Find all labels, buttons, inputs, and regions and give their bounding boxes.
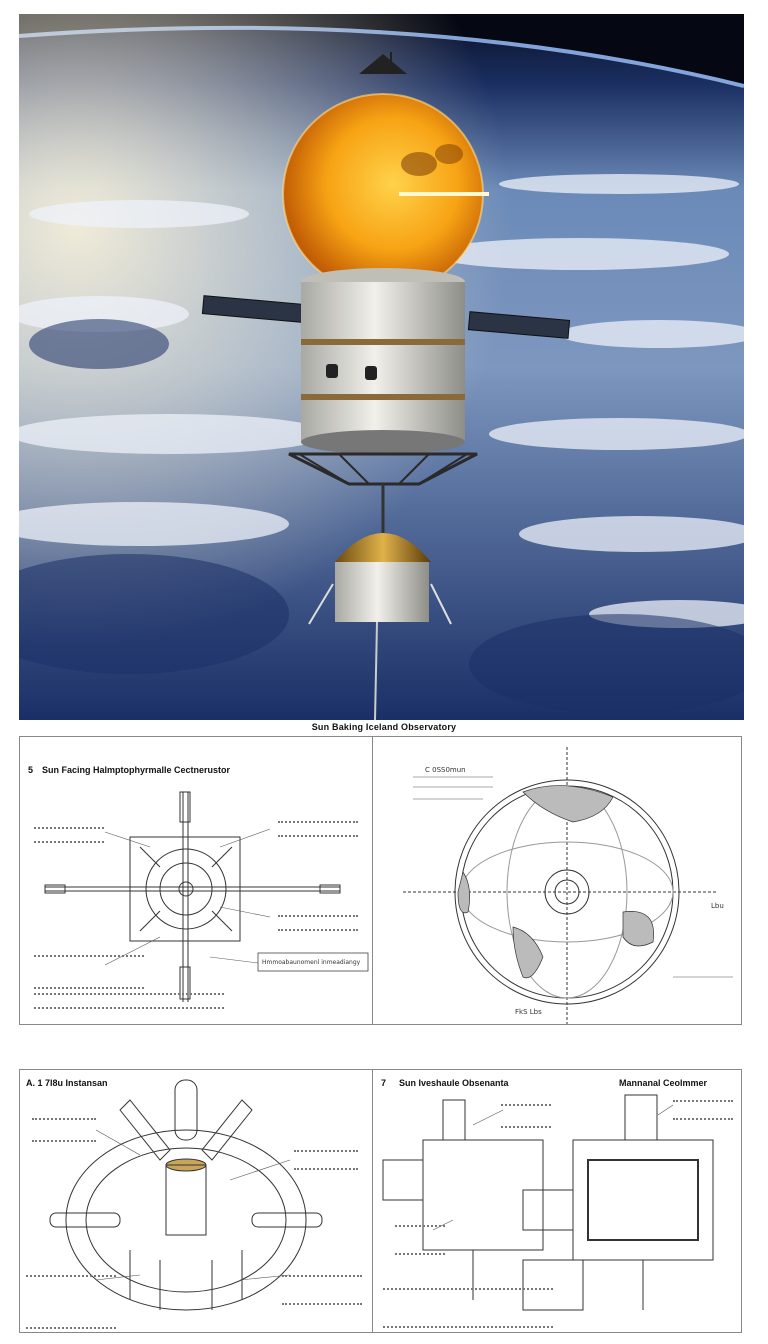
dimension-label: C 0SS0mun [425,766,466,774]
globe-schematic [403,747,733,1024]
dimension-label: FkS Lbs [515,1008,542,1016]
panel-title: Sun Facing Halmptophyrmalle Cectnerustor [42,765,231,775]
callout-text [34,827,104,843]
callout-text [383,1288,553,1328]
panel-marker: 7 [381,1078,387,1088]
callout-text [294,1150,358,1170]
callout-text [395,1225,445,1255]
module-schematic [382,1094,714,1311]
callout-text [673,1100,733,1120]
callout-text [26,1275,116,1329]
cross-schematic [44,791,369,1002]
panel-marker: 5 [28,765,34,775]
callout-text [278,821,358,837]
schematic-panel-bottom-right: 7 Sun Iveshaule Obsenanta Mannanal Ceolm… [372,1069,742,1333]
observatory-body [288,268,478,720]
panel-title: Sun Iveshaule Obsenanta [399,1078,509,1088]
callout-text [32,1118,96,1142]
panel-title: A. 1 7l8u Instansan [26,1078,108,1088]
schematic-panel-top-left: 5 Sun Facing Halmptophyrmalle Cectnerust… [19,736,373,1025]
instrument-schematic [49,1079,323,1311]
hero-caption: Sun Baking Iceland Observatory [311,722,457,732]
callout-text [501,1104,551,1128]
callout-text [34,955,144,989]
callout-text [282,1275,362,1305]
solar-panel-right [467,311,571,339]
dimension-label: Lbu [711,902,724,910]
schematic-panel-bottom-left: A. 1 7l8u Instansan [19,1069,373,1333]
callout-text [34,993,224,1009]
sun-sphere [282,52,489,295]
callout-text [278,915,358,931]
observatory-scene [19,14,744,720]
hero-illustration [19,14,744,720]
box-label: Hmmoabaunomenl inmeadiangy [262,959,361,966]
schematic-panel-top-right: C 0SS0mun Lbu FkS Lbs [372,736,742,1025]
panel-subtitle: Mannanal Ceolmmer [619,1078,708,1088]
